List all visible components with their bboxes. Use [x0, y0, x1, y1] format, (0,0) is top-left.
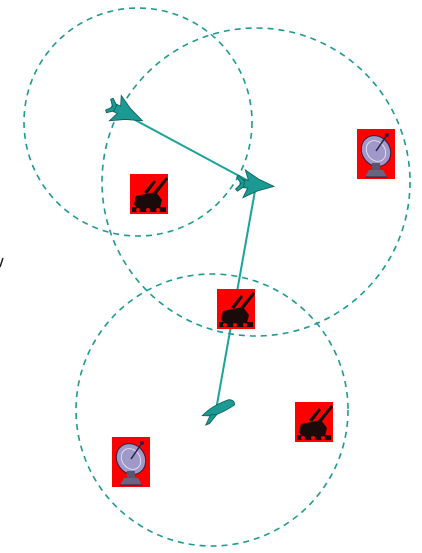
link-line-top [123, 113, 257, 186]
anti-aircraft-gun-icon [130, 174, 168, 214]
uav-drone-icon [199, 397, 239, 426]
coverage-circle-top-right [101, 27, 411, 337]
radar-dish-icon [109, 436, 153, 488]
coverage-circles [23, 7, 411, 547]
jet-aircraft-icon [101, 91, 149, 134]
anti-aircraft-gun-icon [295, 402, 333, 442]
aircraft-group [101, 91, 276, 426]
anti-aircraft-gun-icon [217, 289, 255, 329]
coverage-circle-bottom [75, 273, 349, 547]
links [123, 113, 257, 411]
edge-mark [0, 257, 4, 268]
radar-dish-icon [354, 128, 398, 180]
coverage-circle-top-left [23, 7, 253, 237]
